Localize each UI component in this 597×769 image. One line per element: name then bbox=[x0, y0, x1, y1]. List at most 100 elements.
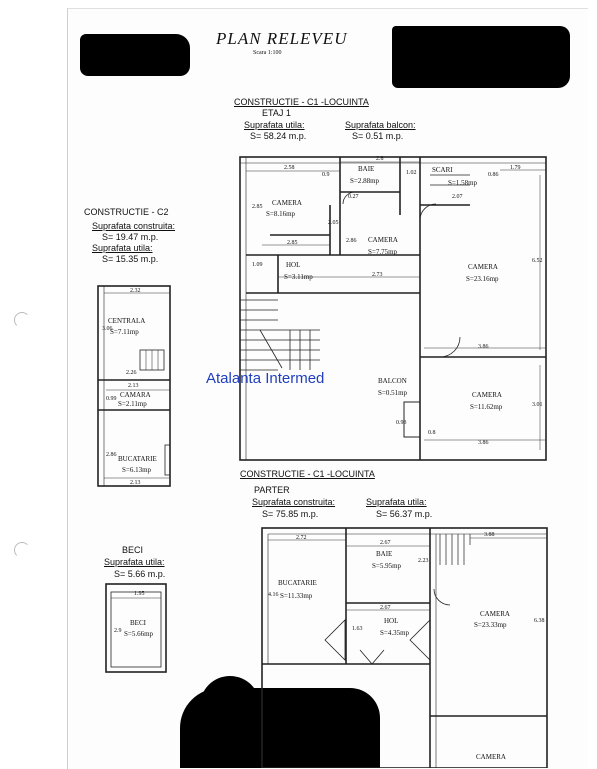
dimension-label: 1.79 bbox=[510, 165, 521, 171]
dimension-label: 3.06 bbox=[102, 326, 113, 332]
room-area: S=6.13mp bbox=[122, 466, 152, 474]
etaj-outline bbox=[239, 156, 547, 461]
dimension-label: 2.85 bbox=[252, 204, 263, 210]
dimension-label: 2.73 bbox=[372, 272, 383, 278]
parter-level: PARTER bbox=[254, 485, 290, 495]
watermark-text: Atalanta Intermed bbox=[206, 370, 325, 387]
etaj-sb-value: S= 0.51 m.p. bbox=[352, 131, 404, 141]
room-label: BALCON bbox=[378, 377, 407, 385]
dimension-label: 2.85 bbox=[287, 240, 298, 246]
parter-su-value: S= 56.37 m.p. bbox=[376, 509, 433, 519]
dimension-label: 2.32 bbox=[130, 288, 141, 294]
room-area: S=2.11mp bbox=[118, 400, 147, 408]
room-label: HOL bbox=[286, 261, 301, 269]
beci-su-label: Suprafata utila: bbox=[104, 557, 165, 567]
dimension-label: 2.05 bbox=[328, 220, 339, 226]
dimension-label: 0.8 bbox=[428, 430, 436, 436]
dimension-label: 2.8 bbox=[376, 156, 384, 162]
dimension-label: 6.38 bbox=[534, 618, 545, 624]
punch-hole-mark bbox=[14, 542, 30, 558]
dimension-label: 2.86 bbox=[346, 238, 357, 244]
c2-sc-label: Suprafata construita: bbox=[92, 221, 176, 231]
room-area: S=8.16mp bbox=[266, 210, 296, 218]
room-label: CAMARA bbox=[120, 391, 151, 399]
room-label: BAIE bbox=[376, 550, 393, 558]
c2-outline bbox=[97, 285, 171, 487]
dimension-label: 0.86 bbox=[488, 172, 499, 178]
dimension-label: 2.23 bbox=[418, 558, 429, 564]
redaction-top-right bbox=[392, 26, 570, 88]
dimension-label: 1.02 bbox=[406, 170, 417, 176]
dimension-label: 3.86 bbox=[478, 344, 489, 350]
dimension-label: 0.99 bbox=[106, 396, 117, 402]
dimension-label: 0.9 bbox=[322, 172, 330, 178]
c2-su-value: S= 15.35 m.p. bbox=[102, 254, 159, 264]
dimension-label: 2.26 bbox=[126, 370, 137, 376]
dimension-label: 2.72 bbox=[296, 535, 307, 541]
c2-sc-value: S= 19.47 m.p. bbox=[102, 232, 159, 242]
dimension-label: 6.52 bbox=[532, 258, 543, 264]
dimension-label: 2.13 bbox=[128, 383, 139, 389]
room-area: S=2.88mp bbox=[350, 177, 380, 185]
room-label: HOL bbox=[384, 617, 399, 625]
dimension-label: 3.86 bbox=[478, 440, 489, 446]
parter-outline bbox=[261, 527, 548, 768]
beci-heading: BECI bbox=[122, 545, 144, 555]
etaj-heading: CONSTRUCTIE - C1 -LOCUINTA bbox=[234, 97, 369, 107]
room-label: CAMERA bbox=[480, 610, 510, 618]
room-label: CENTRALA bbox=[108, 317, 146, 325]
scale-label: Scara 1:100 bbox=[253, 50, 282, 56]
etaj-sb-label: Suprafata balcon: bbox=[345, 120, 416, 130]
room-area: S=1.58mp bbox=[448, 179, 478, 187]
dimension-label: 2.67 bbox=[380, 540, 391, 546]
room-label: BECI bbox=[130, 619, 146, 627]
parter-sc-value: S= 75.85 m.p. bbox=[262, 509, 319, 519]
room-area: S=0.51mp bbox=[378, 389, 408, 397]
room-area: S=5.66mp bbox=[124, 630, 154, 638]
dimension-label: 1.95 bbox=[134, 591, 145, 597]
parter-sc-label: Suprafata construita: bbox=[252, 497, 336, 507]
room-area: S=4.35mp bbox=[380, 629, 410, 637]
dimension-label: 2.86 bbox=[106, 452, 117, 458]
room-area: S=11.33mp bbox=[280, 592, 313, 600]
dimension-label: 2.07 bbox=[452, 194, 463, 200]
dimension-label: 2.13 bbox=[130, 480, 141, 486]
room-area: S=5.95mp bbox=[372, 562, 402, 570]
etaj-su-value: S= 58.24 m.p. bbox=[250, 131, 307, 141]
dimension-label: 4.16 bbox=[268, 592, 279, 598]
room-label: SCARI bbox=[432, 166, 453, 174]
redaction-top-left bbox=[80, 34, 190, 76]
room-area: S=23.16mp bbox=[466, 275, 499, 283]
room-label: BAIE bbox=[358, 165, 375, 173]
etaj-level: ETAJ 1 bbox=[262, 108, 291, 118]
room-label: CAMERA bbox=[468, 263, 498, 271]
room-area: S=7.11mp bbox=[110, 328, 139, 336]
room-area: S=3.11mp bbox=[284, 273, 313, 281]
dimension-label: 2.9 bbox=[114, 628, 122, 634]
etaj-su-label: Suprafata utila: bbox=[244, 120, 305, 130]
room-area: S=7.75mp bbox=[368, 248, 398, 256]
dimension-label: 2.58 bbox=[284, 165, 295, 171]
room-label: BUCATARIE bbox=[278, 579, 317, 587]
dimension-label: 1.09 bbox=[252, 262, 263, 268]
room-area: S=23.33mp bbox=[474, 621, 507, 629]
room-label: CAMERA bbox=[368, 236, 398, 244]
room-area: S=11.62mp bbox=[470, 403, 503, 411]
parter-heading: CONSTRUCTIE - C1 -LOCUINTA bbox=[240, 469, 375, 479]
c2-heading: CONSTRUCTIE - C2 bbox=[84, 207, 169, 217]
room-label: CAMERA bbox=[272, 199, 302, 207]
dimension-label: 3.88 bbox=[484, 532, 495, 538]
room-label: BUCATARIE bbox=[118, 455, 157, 463]
dimension-label: 0.27 bbox=[348, 194, 359, 200]
parter-su-label: Suprafata utila: bbox=[366, 497, 427, 507]
room-label: CAMERA bbox=[472, 391, 502, 399]
dimension-label: 1.63 bbox=[352, 626, 363, 632]
dimension-label: 3.01 bbox=[532, 402, 543, 408]
punch-hole-mark bbox=[14, 312, 30, 328]
room-label: CAMERA bbox=[476, 753, 506, 761]
dimension-label: 2.67 bbox=[380, 605, 391, 611]
beci-outline bbox=[105, 583, 167, 673]
c2-su-label: Suprafata utila: bbox=[92, 243, 153, 253]
dimension-label: 0.93 bbox=[396, 420, 407, 426]
